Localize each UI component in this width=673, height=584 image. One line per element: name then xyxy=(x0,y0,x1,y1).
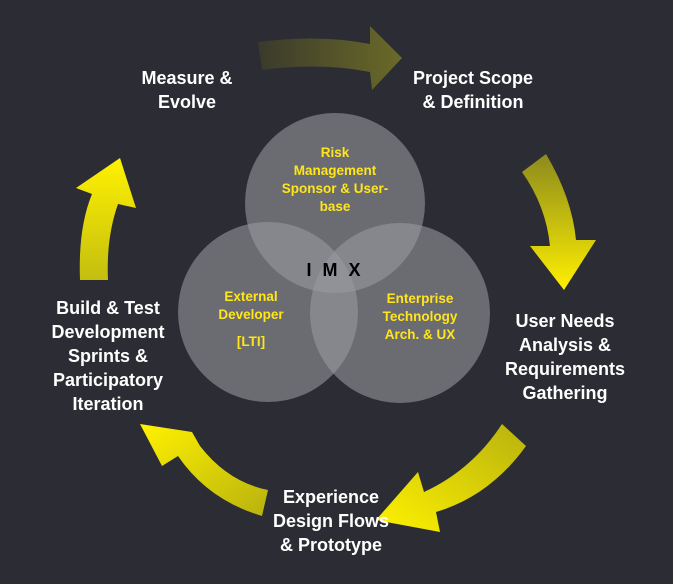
step-user-needs: User Needs Analysis & Requirements Gathe… xyxy=(504,311,626,403)
step-experience-design: Experience Design Flows & Prototype xyxy=(272,487,389,555)
step-project-scope: Project Scope & Definition xyxy=(412,68,534,112)
step-measure-evolve: Measure & Evolve xyxy=(141,68,233,112)
circle-label-external: External Developer xyxy=(218,289,284,322)
arrow-build-to-measure xyxy=(76,158,136,280)
venn-circle-enterprise xyxy=(310,223,490,403)
circle-sublabel-external: [LTI] xyxy=(236,334,266,349)
venn-center-label: I M X xyxy=(306,260,364,280)
arrow-design-to-build xyxy=(140,424,268,516)
venn-circle-external xyxy=(178,222,358,402)
arrow-scope-to-user-needs xyxy=(522,154,596,290)
circle-label-enterprise: Enterprise Technology Arch. & UX xyxy=(382,291,458,342)
arrow-user-needs-to-design xyxy=(376,424,526,532)
step-build-test: Build & Test Development Sprints & Parti… xyxy=(51,298,165,414)
arrow-measure-to-scope xyxy=(258,26,402,90)
circle-label-risk: Risk Management Sponsor & User- base xyxy=(281,145,389,214)
